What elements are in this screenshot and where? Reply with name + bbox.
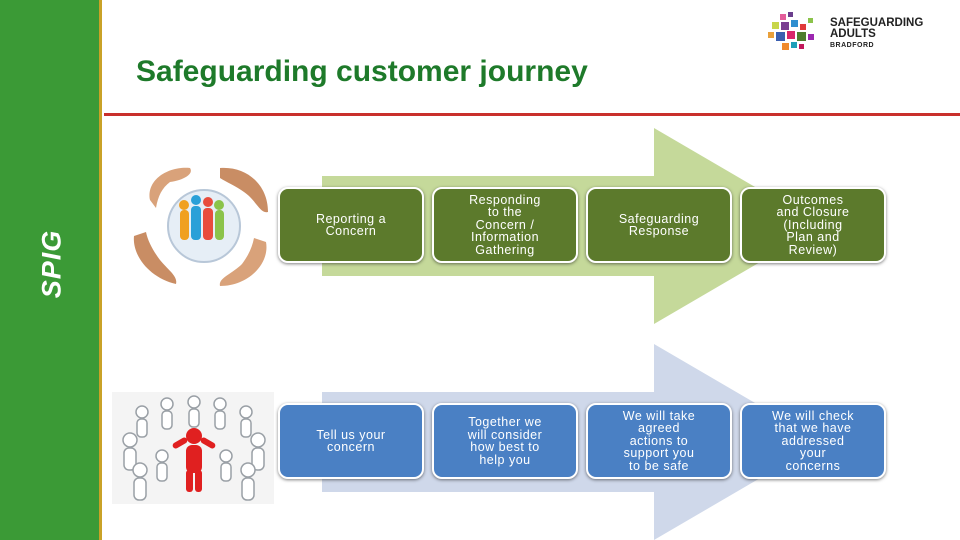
customer-step-take-actions: We will take agreed actions to support y… (586, 403, 732, 479)
title-divider (104, 113, 960, 116)
sidebar: SPIG (0, 0, 102, 540)
circle-of-people-icon (112, 392, 274, 504)
customer-step-check: We will check that we have addressed you… (740, 403, 886, 479)
process-step-responding: Responding to the Concern / Information … (432, 187, 578, 263)
process-step-reporting: Reporting a Concern (278, 187, 424, 263)
logo-line-3: BRADFORD (830, 42, 875, 49)
process-step-safeguarding-response: Safeguarding Response (586, 187, 732, 263)
safeguarding-adults-logo: SAFEGUARDING ADULTS BRADFORD (766, 12, 952, 54)
page-title: Safeguarding customer journey (136, 55, 588, 88)
logo-text: SAFEGUARDING ADULTS BRADFORD (830, 17, 924, 51)
logo-line-1: SAFEGUARDING (830, 17, 924, 29)
customer-step-tell-us: Tell us your concern (278, 403, 424, 479)
sidebar-label: SPIG (36, 229, 67, 299)
customer-step-consider: Together we will consider how best to he… (432, 403, 578, 479)
hands-around-people-icon (133, 167, 268, 286)
logo-line-2: ADULTS (830, 28, 876, 40)
mosaic-logo-icon (768, 12, 814, 50)
process-step-outcomes: Outcomes and Closure (Including Plan and… (740, 187, 886, 263)
